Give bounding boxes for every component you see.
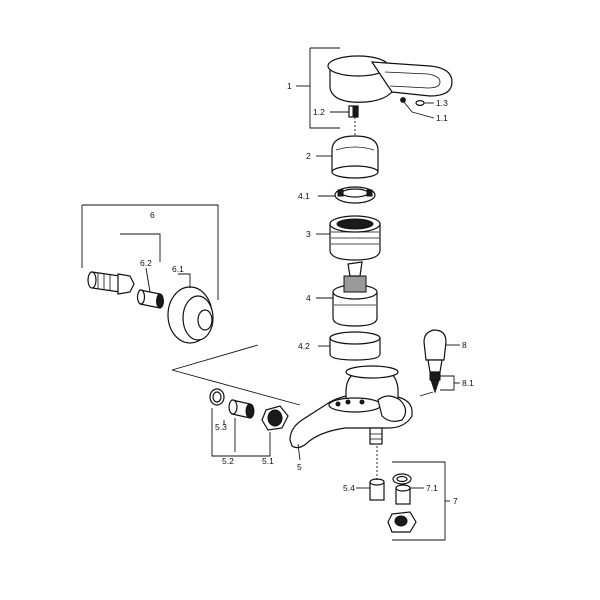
part-labels: 1 1.3 1.2 1.1 2 4.1 3 4 4.2 6 6.2 6.1 5.…: [140, 81, 474, 506]
label-1-2: 1.2: [313, 107, 325, 117]
label-7-1: 7.1: [426, 483, 438, 493]
label-6: 6: [150, 210, 155, 220]
part-5-1-union-nut: [261, 405, 289, 431]
part-1-3-cap: [415, 99, 425, 106]
part-7-1-insert: [395, 484, 411, 505]
part-1-lever-handle: [327, 55, 453, 103]
part-6-2-adapter: [136, 289, 164, 309]
label-5: 5: [297, 462, 302, 472]
part-1-1-screw: [400, 97, 406, 103]
label-7: 7: [453, 496, 458, 506]
part-5-mixer-body: [289, 365, 413, 449]
part-6-connector: [87, 271, 135, 295]
part-1-2-insert: [348, 105, 359, 118]
label-4-1: 4.1: [298, 191, 310, 201]
label-5-3: 5.3: [215, 422, 227, 432]
label-6-1: 6.1: [172, 264, 184, 274]
label-6-2: 6.2: [140, 258, 152, 268]
part-3-threaded-nut: [329, 215, 381, 261]
label-4-2: 4.2: [298, 341, 310, 351]
label-5-1: 5.1: [262, 456, 274, 466]
label-3: 3: [306, 229, 311, 239]
part-4-2-sleeve: [329, 331, 381, 361]
label-4: 4: [306, 293, 311, 303]
part-4-1-ring: [334, 186, 376, 204]
label-8-1: 8.1: [462, 378, 474, 388]
leader-lines: [81, 47, 460, 541]
label-1-1: 1.1: [436, 113, 448, 123]
part-2-cap: [331, 135, 379, 179]
part-5-3-washer: [209, 388, 225, 406]
label-1-3: 1.3: [436, 98, 448, 108]
part-5-4-insert: [369, 478, 385, 501]
label-5-2: 5.2: [222, 456, 234, 466]
part-7-nut: [387, 511, 417, 533]
part-6-1-escutcheon: [167, 286, 214, 344]
label-8: 8: [462, 340, 467, 350]
part-5-2-fitting: [228, 399, 255, 419]
part-8-valve: [423, 329, 447, 394]
label-1: 1: [287, 81, 292, 91]
label-5-4: 5.4: [343, 483, 355, 493]
part-4-cartridge: [332, 261, 378, 327]
part-7-gasket: [392, 473, 412, 485]
label-2: 2: [306, 151, 311, 161]
